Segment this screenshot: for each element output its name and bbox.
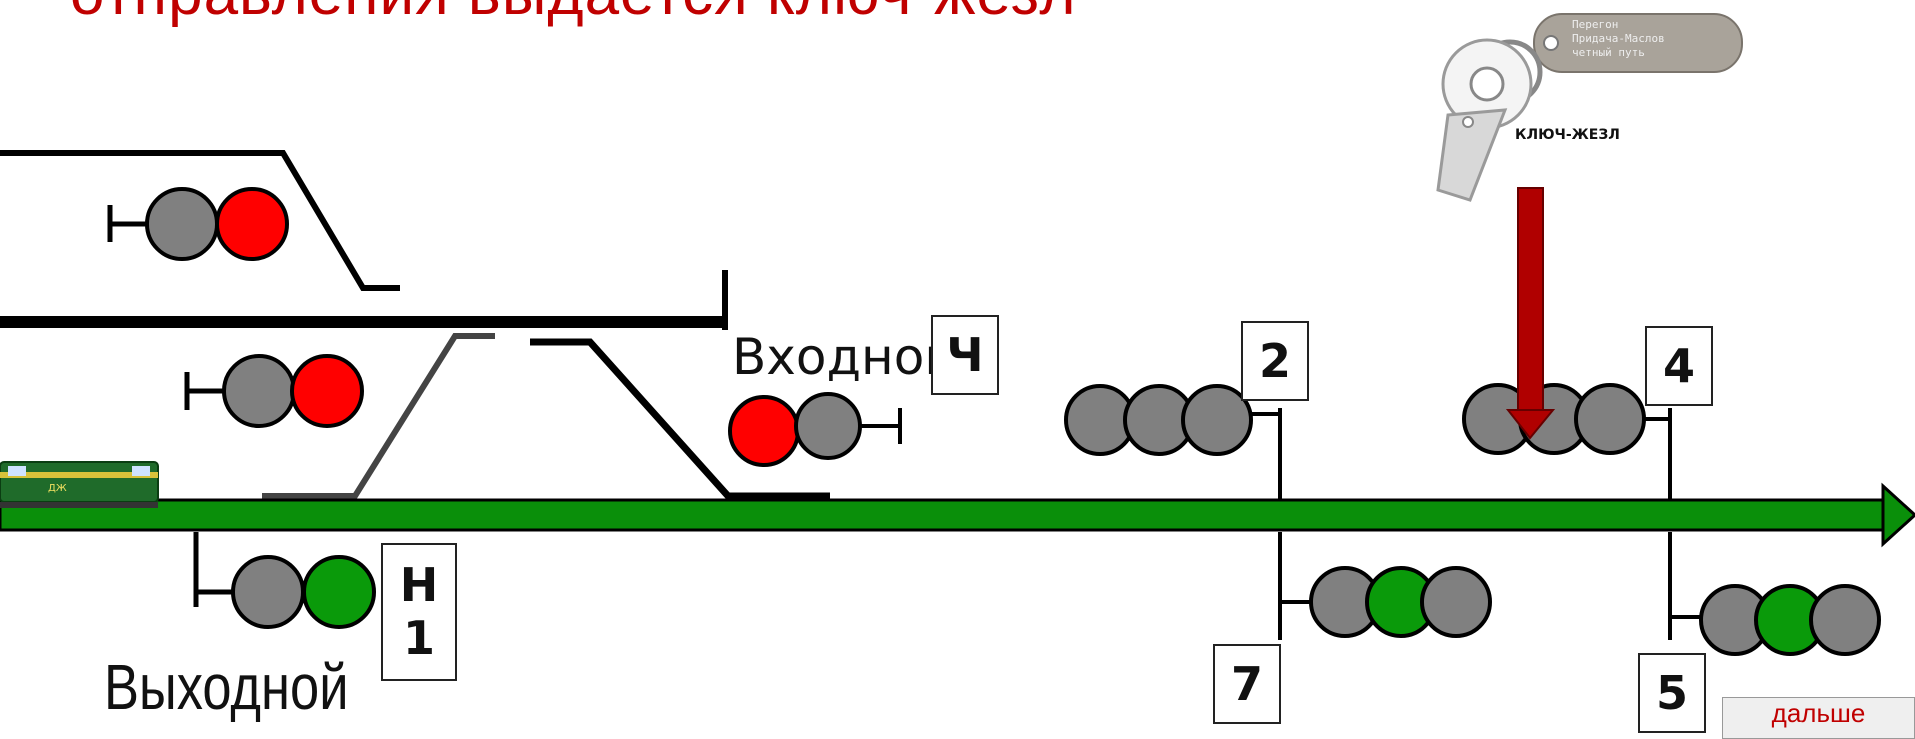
- signal-lamp-gray: [222, 354, 296, 428]
- signal-lamp-gray: [1574, 383, 1646, 455]
- signal-lamp-gray: [794, 392, 862, 460]
- upper-track-signal: [107, 187, 289, 261]
- key-tag-line-2: Придача-Маслов: [1572, 32, 1665, 45]
- block-signal-4: [1462, 383, 1672, 500]
- signal-lamp-red: [215, 187, 289, 261]
- signal-lamp-gray: [145, 187, 219, 261]
- next-button[interactable]: дальше: [1722, 697, 1915, 739]
- block-signal-5: [1668, 532, 1881, 656]
- signal-lamp-gray: [1420, 566, 1492, 638]
- signal-2-box: 2: [1241, 321, 1309, 401]
- key-blade: [1436, 108, 1508, 202]
- signal-ch-label: Ч: [946, 328, 984, 382]
- switch-left: [262, 333, 495, 499]
- signal-5-box: 5: [1638, 653, 1706, 733]
- upper-siding: [0, 150, 400, 291]
- signal-ch-box: Ч: [931, 315, 999, 395]
- signal-lamp-green: [302, 555, 376, 629]
- page-title: отправления выдается ключ-жезл: [70, 0, 1077, 29]
- signal-lamp-gray: [1809, 584, 1881, 656]
- entrance-signal: [728, 392, 902, 467]
- track-arrow-head: [1881, 482, 1915, 548]
- key-pointer-arrow: [1505, 187, 1556, 440]
- signal-lamp-gray: [1181, 384, 1253, 456]
- signal-2-label: 2: [1258, 334, 1291, 388]
- middle-track-signal: [184, 354, 364, 428]
- signal-lamp-red: [728, 395, 800, 467]
- block-signal-2: [1064, 384, 1282, 500]
- key-staff-illustration: Перегон Придача-Маслов четный путь: [1436, 13, 1743, 202]
- signal-n1-number: 1: [402, 611, 435, 665]
- signal-lamp-gray: [231, 555, 305, 629]
- signal-5-label: 5: [1655, 666, 1688, 720]
- signal-n1-box: Н 1: [381, 543, 457, 681]
- signal-7-label: 7: [1230, 657, 1263, 711]
- entrance-signal-label: Входной: [732, 328, 957, 386]
- locomotive: ДЖ: [0, 461, 159, 508]
- signal-n1-letter: Н: [399, 558, 439, 613]
- key-tag-line-3: четный путь: [1572, 46, 1645, 59]
- switch-right: [530, 338, 830, 500]
- signal-7-box: 7: [1213, 644, 1281, 724]
- signal-lamp-red: [290, 354, 364, 428]
- signal-4-label: 4: [1662, 339, 1695, 393]
- locomotive-marking: ДЖ: [48, 483, 67, 494]
- exit-signal: [193, 532, 376, 629]
- key-tag-line-1: Перегон: [1572, 18, 1618, 31]
- key-staff-caption: КЛЮЧ-ЖЕЗЛ: [1515, 127, 1620, 143]
- main-track: [0, 498, 1887, 532]
- key-tag: [1533, 13, 1743, 73]
- exit-signal-label: Выходной: [104, 651, 349, 723]
- block-signal-7: [1278, 532, 1492, 640]
- signal-4-box: 4: [1645, 326, 1713, 406]
